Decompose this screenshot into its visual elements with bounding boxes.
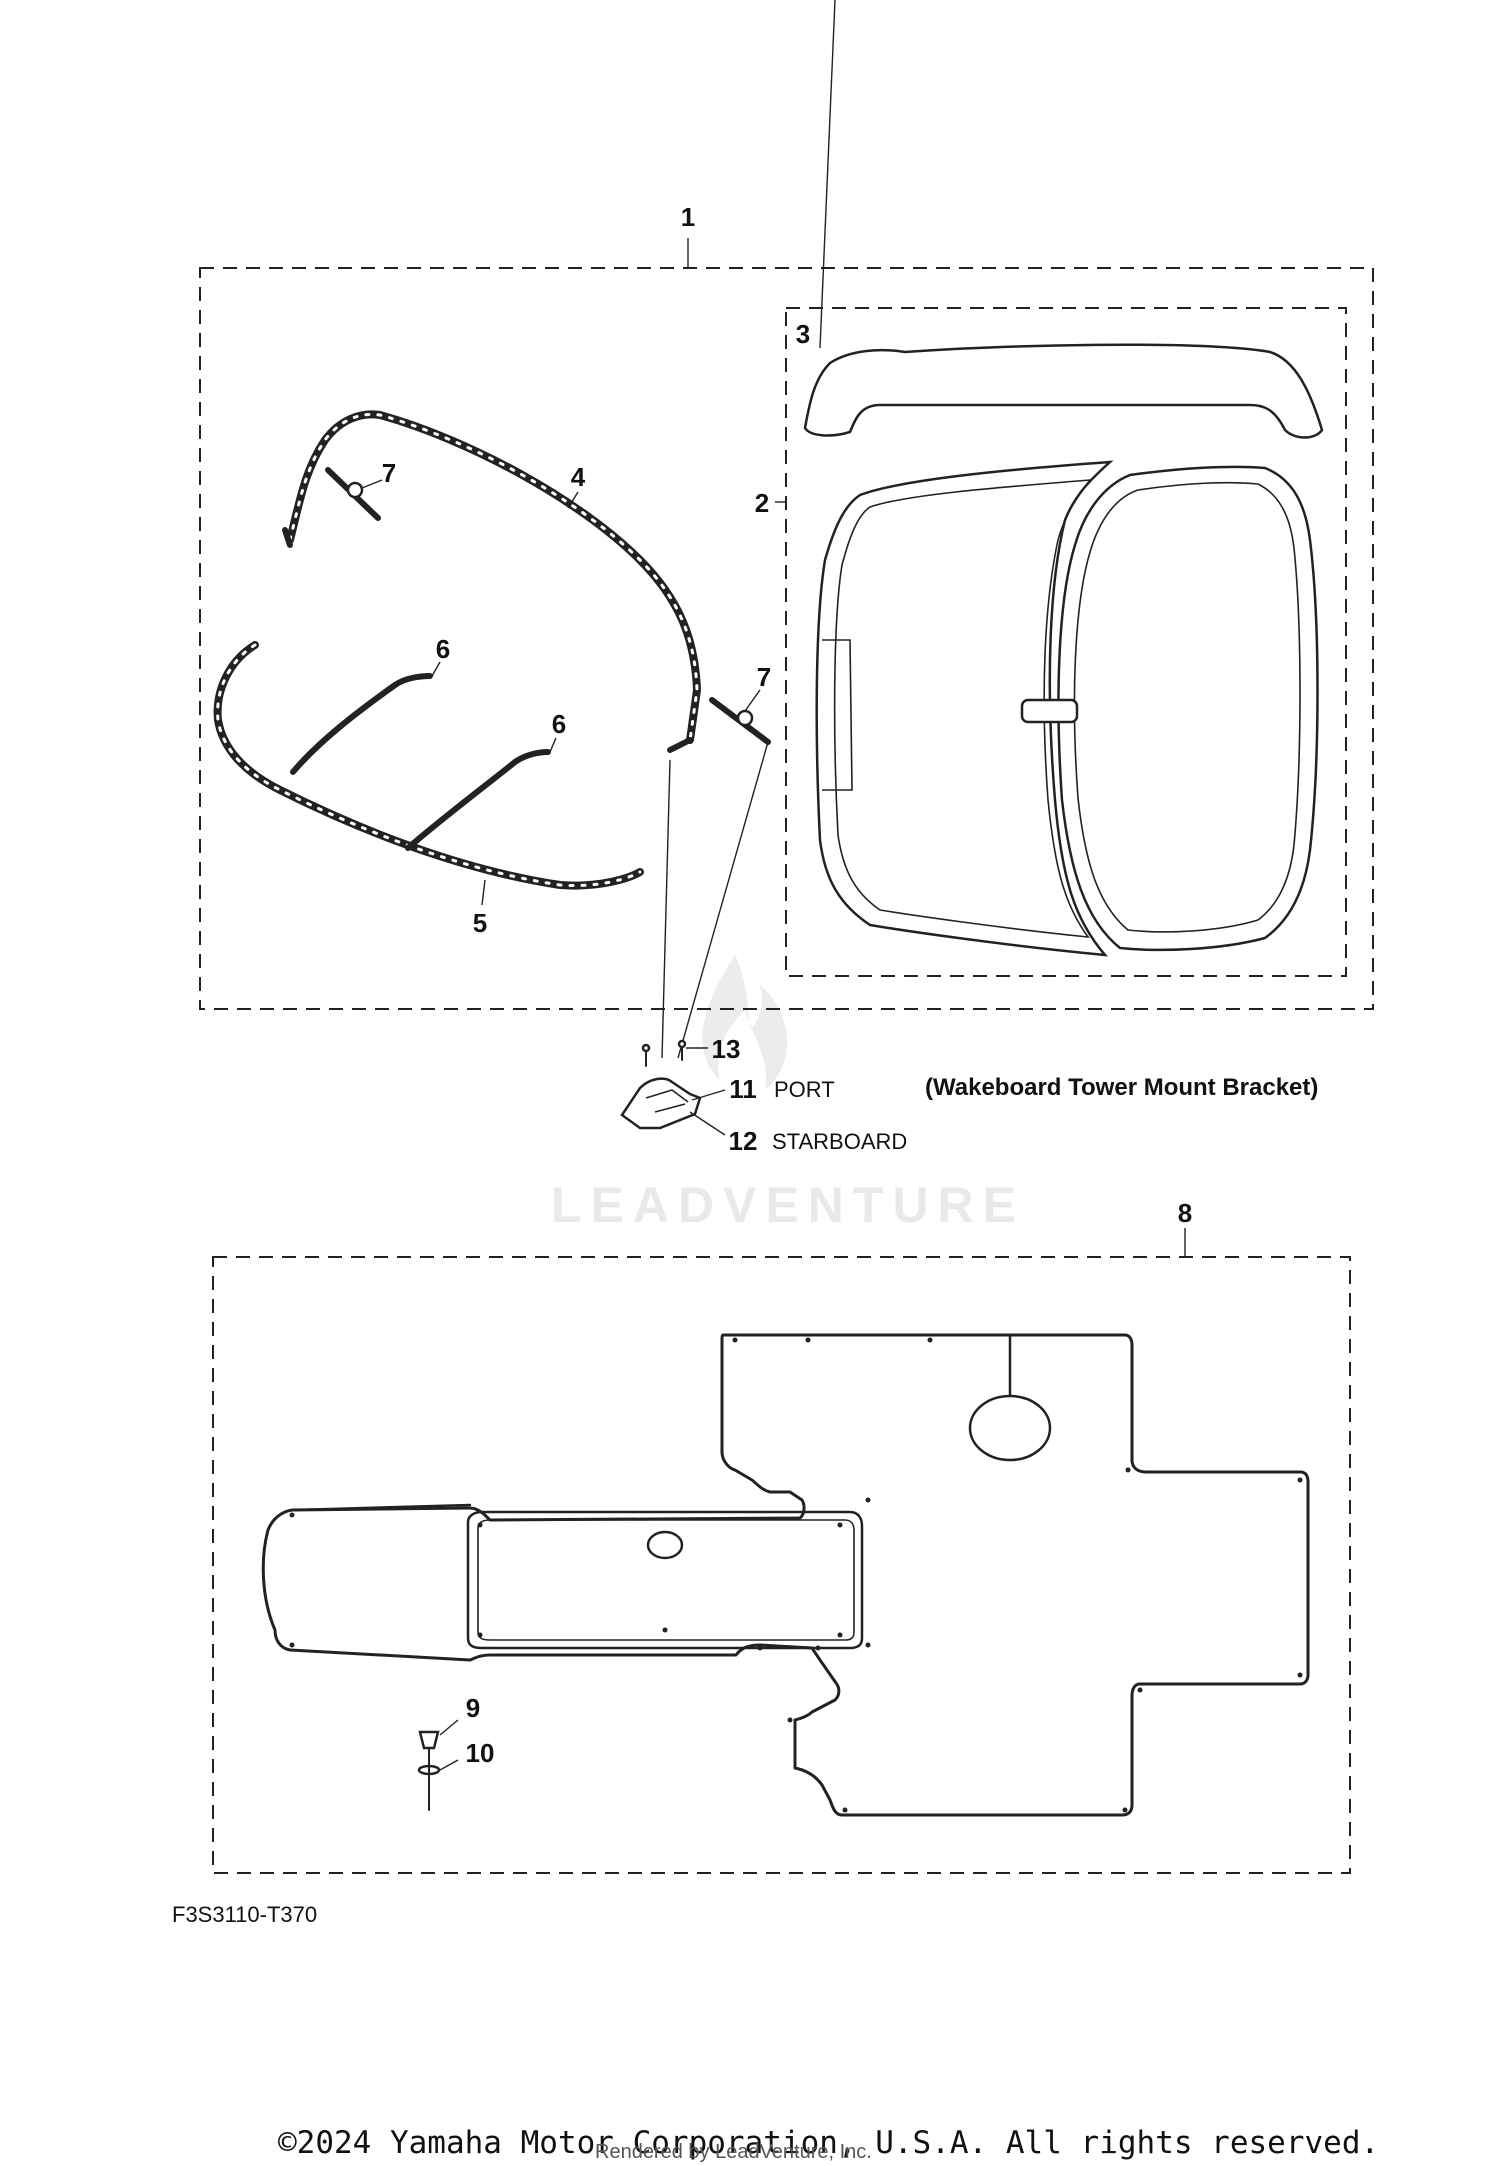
callout-2: 2: [755, 488, 769, 518]
callout-4: 4: [571, 462, 586, 492]
callout-1: 1: [681, 202, 695, 232]
bracket-note: (Wakeboard Tower Mount Bracket): [925, 1074, 1318, 1101]
part-6-support-upper: 6: [290, 634, 450, 775]
mount-bracket: 11 PORT 12 STARBOARD: [620, 1074, 907, 1156]
watermark-text: LEADVENTURE: [551, 1177, 1025, 1233]
starboard-label: STARBOARD: [772, 1129, 907, 1154]
assembly-2-outline: [785, 307, 1347, 977]
callout-3: 3: [796, 319, 810, 349]
part-6-support-lower: 6: [405, 709, 566, 851]
part-4-frame-tube: 4: [282, 410, 701, 753]
assembly-1-outline: [199, 267, 1374, 1010]
port-label: PORT: [774, 1077, 835, 1102]
callout-7-right: 7: [757, 662, 771, 692]
part-7-fitting-right: 7: [709, 662, 771, 745]
callout-8: 8: [1178, 1198, 1192, 1228]
callout-12: 12: [729, 1126, 758, 1156]
callout-9: 9: [466, 1693, 480, 1723]
callout-6-upper: 6: [436, 634, 450, 664]
part-2-canvas-panels: [815, 460, 1319, 957]
copyright-notice: ©2024 Yamaha Motor Corporation, U.S.A. A…: [278, 2125, 1379, 2161]
part-9-10-fastener: 9 10: [417, 1693, 495, 1811]
callout-13: 13: [712, 1034, 741, 1064]
part-7-fitting-left: 7: [325, 458, 396, 521]
figure-code: F3S3110-T370: [172, 1902, 317, 1927]
callout-5: 5: [473, 908, 487, 938]
callout-10: 10: [466, 1738, 495, 1768]
callout-6-lower: 6: [552, 709, 566, 739]
part-3-cover: 3: [796, 0, 1324, 439]
part-13-screws: 13: [641, 1034, 741, 1067]
part-5-frame-tube: 5: [213, 641, 644, 938]
leadventure-watermark: LEADVENTURE: [551, 955, 1025, 1233]
callout-7-left: 7: [382, 458, 396, 488]
assembly-8-outline: [212, 1256, 1351, 1874]
callout-11: 11: [729, 1074, 757, 1104]
rendered-by-notice: Rendered by LeadVenture, Inc.: [595, 2141, 872, 2163]
part-8-floor-mat: [261, 1333, 1310, 1817]
